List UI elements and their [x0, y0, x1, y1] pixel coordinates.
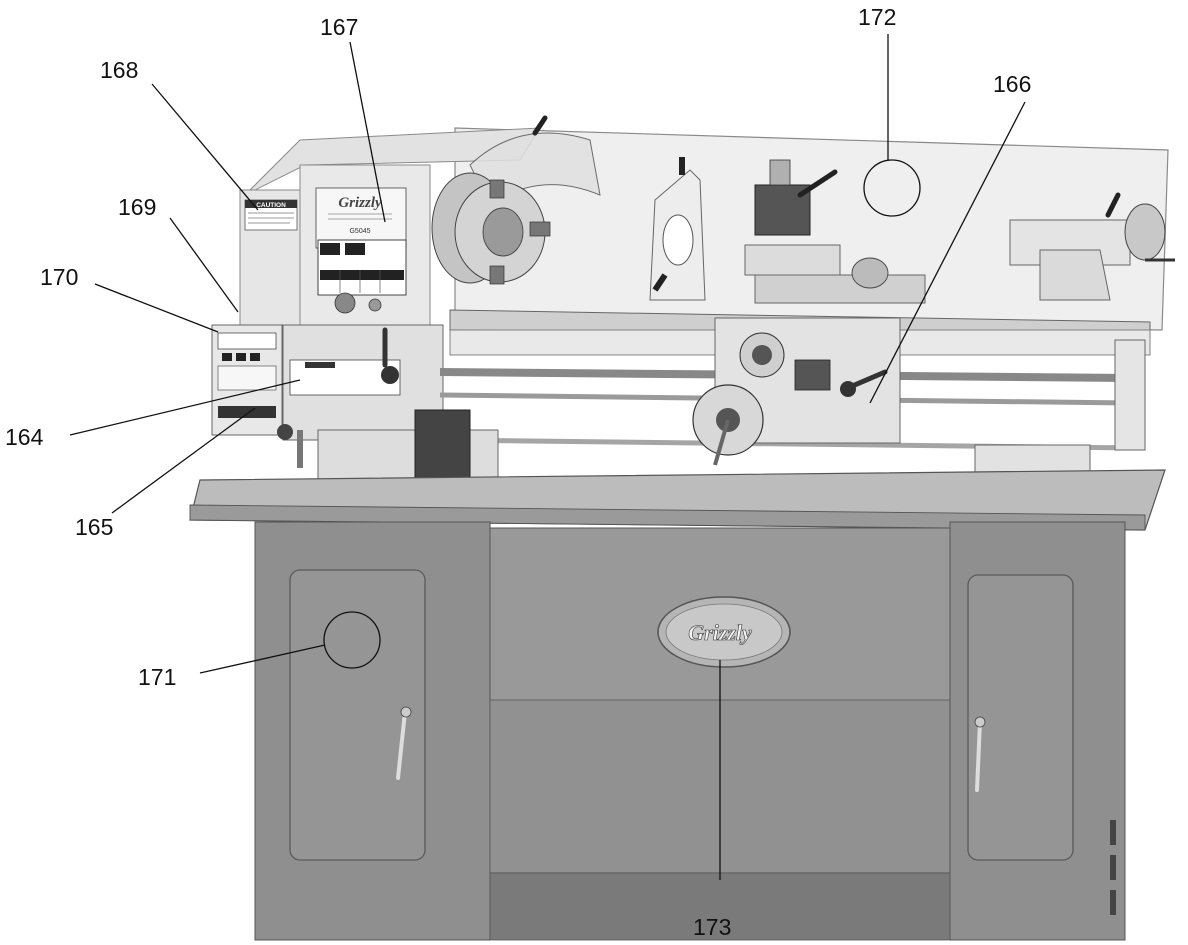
callout-173: 173 [693, 914, 731, 940]
callout-169: 169 [118, 194, 156, 220]
leader-165 [111, 407, 256, 514]
callout-circle-171 [323, 611, 381, 669]
leader-167 [349, 41, 386, 223]
callout-171: 171 [138, 664, 176, 690]
leader-171 [199, 644, 326, 674]
leader-168 [151, 83, 259, 211]
callout-170: 170 [40, 264, 78, 290]
motor-box [414, 409, 471, 486]
grizzly-badge: Grizzly [657, 596, 791, 668]
right-cabinet-door [967, 574, 1074, 861]
lathe-illustration: CAUTION Grizzly G5045 [189, 115, 1175, 941]
grizzly-badge-text: Grizzly [688, 620, 752, 645]
chuck-guard-handle [532, 115, 548, 136]
speed-chart [317, 239, 407, 296]
callout-164: 164 [5, 424, 44, 450]
chuck [431, 172, 551, 285]
tool-post-assembly [744, 159, 926, 304]
callout-circle-172 [863, 159, 921, 217]
stand-kick-plate [489, 872, 951, 941]
apron [692, 317, 901, 466]
leader-164 [69, 379, 301, 436]
quick-change-gearbox [211, 324, 444, 468]
callout-166: 166 [993, 71, 1031, 97]
headstock-nameplate: Grizzly G5045 [315, 187, 407, 249]
bed-end-bracket [1114, 339, 1146, 451]
right-door-latch [975, 720, 982, 792]
headstock-logo-text: Grizzly [338, 195, 382, 211]
callout-165: 165 [75, 514, 113, 540]
left-door-latch [396, 710, 407, 780]
power-switch [368, 298, 382, 312]
callout-172: 172 [858, 4, 896, 30]
tailstock [1009, 192, 1175, 301]
callout-167: 167 [320, 14, 358, 40]
stand [254, 521, 1126, 941]
leader-166 [869, 101, 1026, 404]
callout-168: 168 [100, 57, 138, 83]
leader-169 [169, 217, 239, 313]
leader-170 [94, 283, 219, 333]
chip-tray-lip [189, 504, 1146, 531]
callout-labels: 164 165 166 167 168 169 170 171 172 173 [5, 4, 1031, 940]
callout-leaders [69, 34, 1026, 880]
steady-rest [649, 157, 706, 301]
caution-label-text: CAUTION [256, 202, 286, 209]
stop-button [334, 292, 356, 314]
headstock-model-text: G5045 [349, 228, 370, 235]
